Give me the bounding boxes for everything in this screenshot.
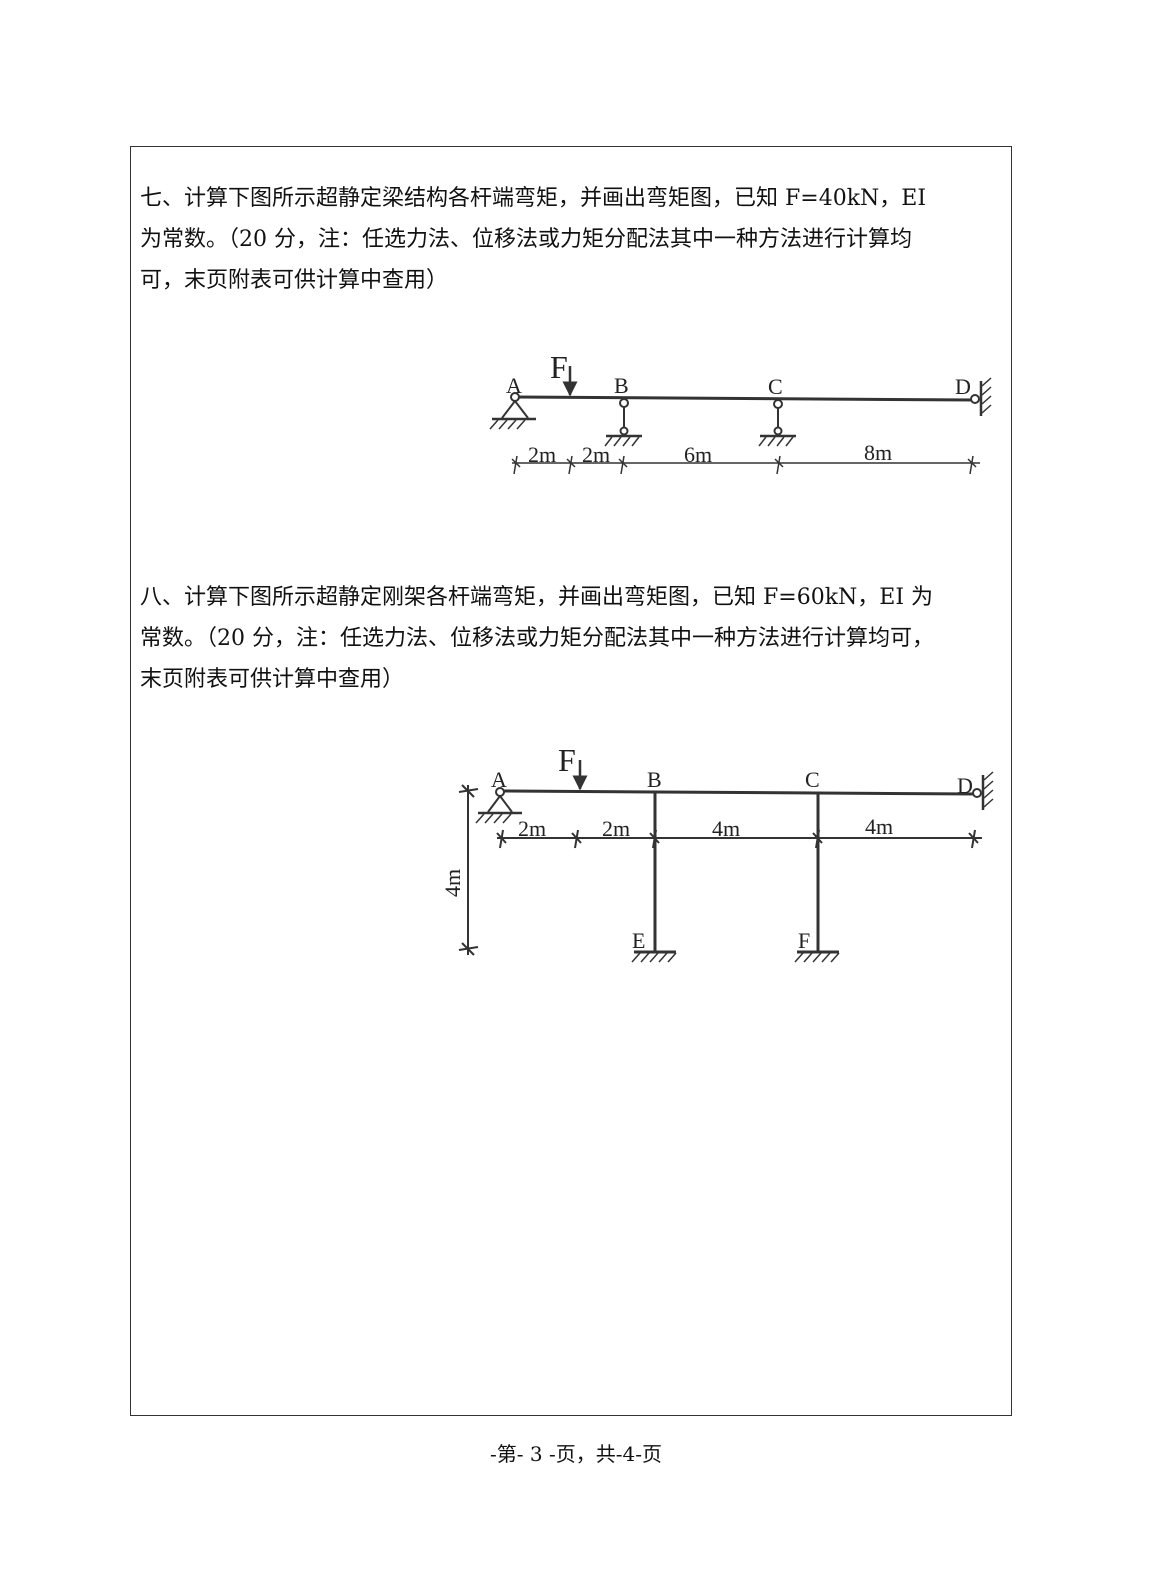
q7-node-c: C	[768, 374, 783, 399]
q8-support-e	[631, 950, 677, 963]
q7-labels: F A B C D 2m 2m 6m 8m	[506, 349, 971, 467]
q8-node-e: E	[632, 928, 645, 953]
q7-line-3: 可，末页附表可供计算中查用）	[140, 268, 449, 293]
q7-line-2: 为常数。（20 分，注：任选力法、位移法或力矩分配法其中一种方法进行计算均	[140, 227, 912, 252]
q8-dimension-line	[496, 829, 982, 849]
q7-load-label: F	[550, 349, 568, 385]
q7-support-a	[489, 392, 536, 430]
q8-support-f	[794, 950, 840, 963]
q8-node-b: B	[647, 767, 662, 792]
q8-height-label: 4m	[440, 869, 465, 897]
page-border	[130, 146, 1012, 1416]
q7-dim-1: 2m	[528, 442, 556, 467]
q8-dim-4: 4m	[865, 814, 893, 839]
page-footer: -第- 3 -页，共-4-页	[490, 1442, 662, 1466]
q7-support-c	[758, 399, 796, 447]
q7-beam	[514, 395, 976, 402]
q8-frame-diagram	[458, 760, 994, 963]
q8-node-c: C	[805, 767, 820, 792]
q8-node-a: A	[491, 767, 507, 792]
q8-beam	[499, 789, 978, 796]
question-7-text: 七、计算下图所示超静定梁结构各杆端弯矩，并画出弯矩图，已知 F=40kN，EI …	[140, 178, 1002, 301]
q7-support-b	[604, 398, 642, 447]
q7-node-b: B	[614, 373, 629, 398]
q8-dim-1: 2m	[518, 816, 546, 841]
q8-dim-2: 2m	[602, 816, 630, 841]
q8-support-d	[972, 771, 994, 810]
q8-load-label: F	[558, 742, 576, 778]
q8-node-d: D	[957, 773, 973, 798]
q8-height-dimension	[458, 784, 479, 956]
q8-line-1: 八、计算下图所示超静定刚架各杆端弯矩，并画出弯矩图，已知 F=60kN，EI 为	[140, 585, 934, 610]
q8-line-3: 末页附表可供计算中查用）	[140, 667, 405, 692]
q8-line-2: 常数。（20 分，注：任选力法、位移法或力矩分配法其中一种方法进行计算均可，	[140, 626, 934, 651]
q7-dimension-line	[511, 455, 980, 475]
q8-node-f: F	[798, 928, 810, 953]
q7-line-1: 七、计算下图所示超静定梁结构各杆端弯矩，并画出弯矩图，已知 F=40kN，EI	[140, 186, 927, 211]
q8-support-a	[475, 787, 522, 824]
q7-beam-diagram	[489, 366, 992, 475]
q7-support-d	[970, 377, 992, 416]
q8-dim-3: 4m	[712, 816, 740, 841]
question-8-text: 八、计算下图所示超静定刚架各杆端弯矩，并画出弯矩图，已知 F=60kN，EI 为…	[140, 577, 1002, 700]
q7-dim-2: 2m	[582, 442, 610, 467]
q7-dim-4: 8m	[864, 440, 892, 465]
q8-labels: F A B C D E F 2m 2m 4m 4m 4m	[440, 742, 973, 953]
q7-node-d: D	[955, 374, 971, 399]
q7-dim-3: 6m	[684, 442, 712, 467]
q7-node-a: A	[506, 373, 522, 398]
